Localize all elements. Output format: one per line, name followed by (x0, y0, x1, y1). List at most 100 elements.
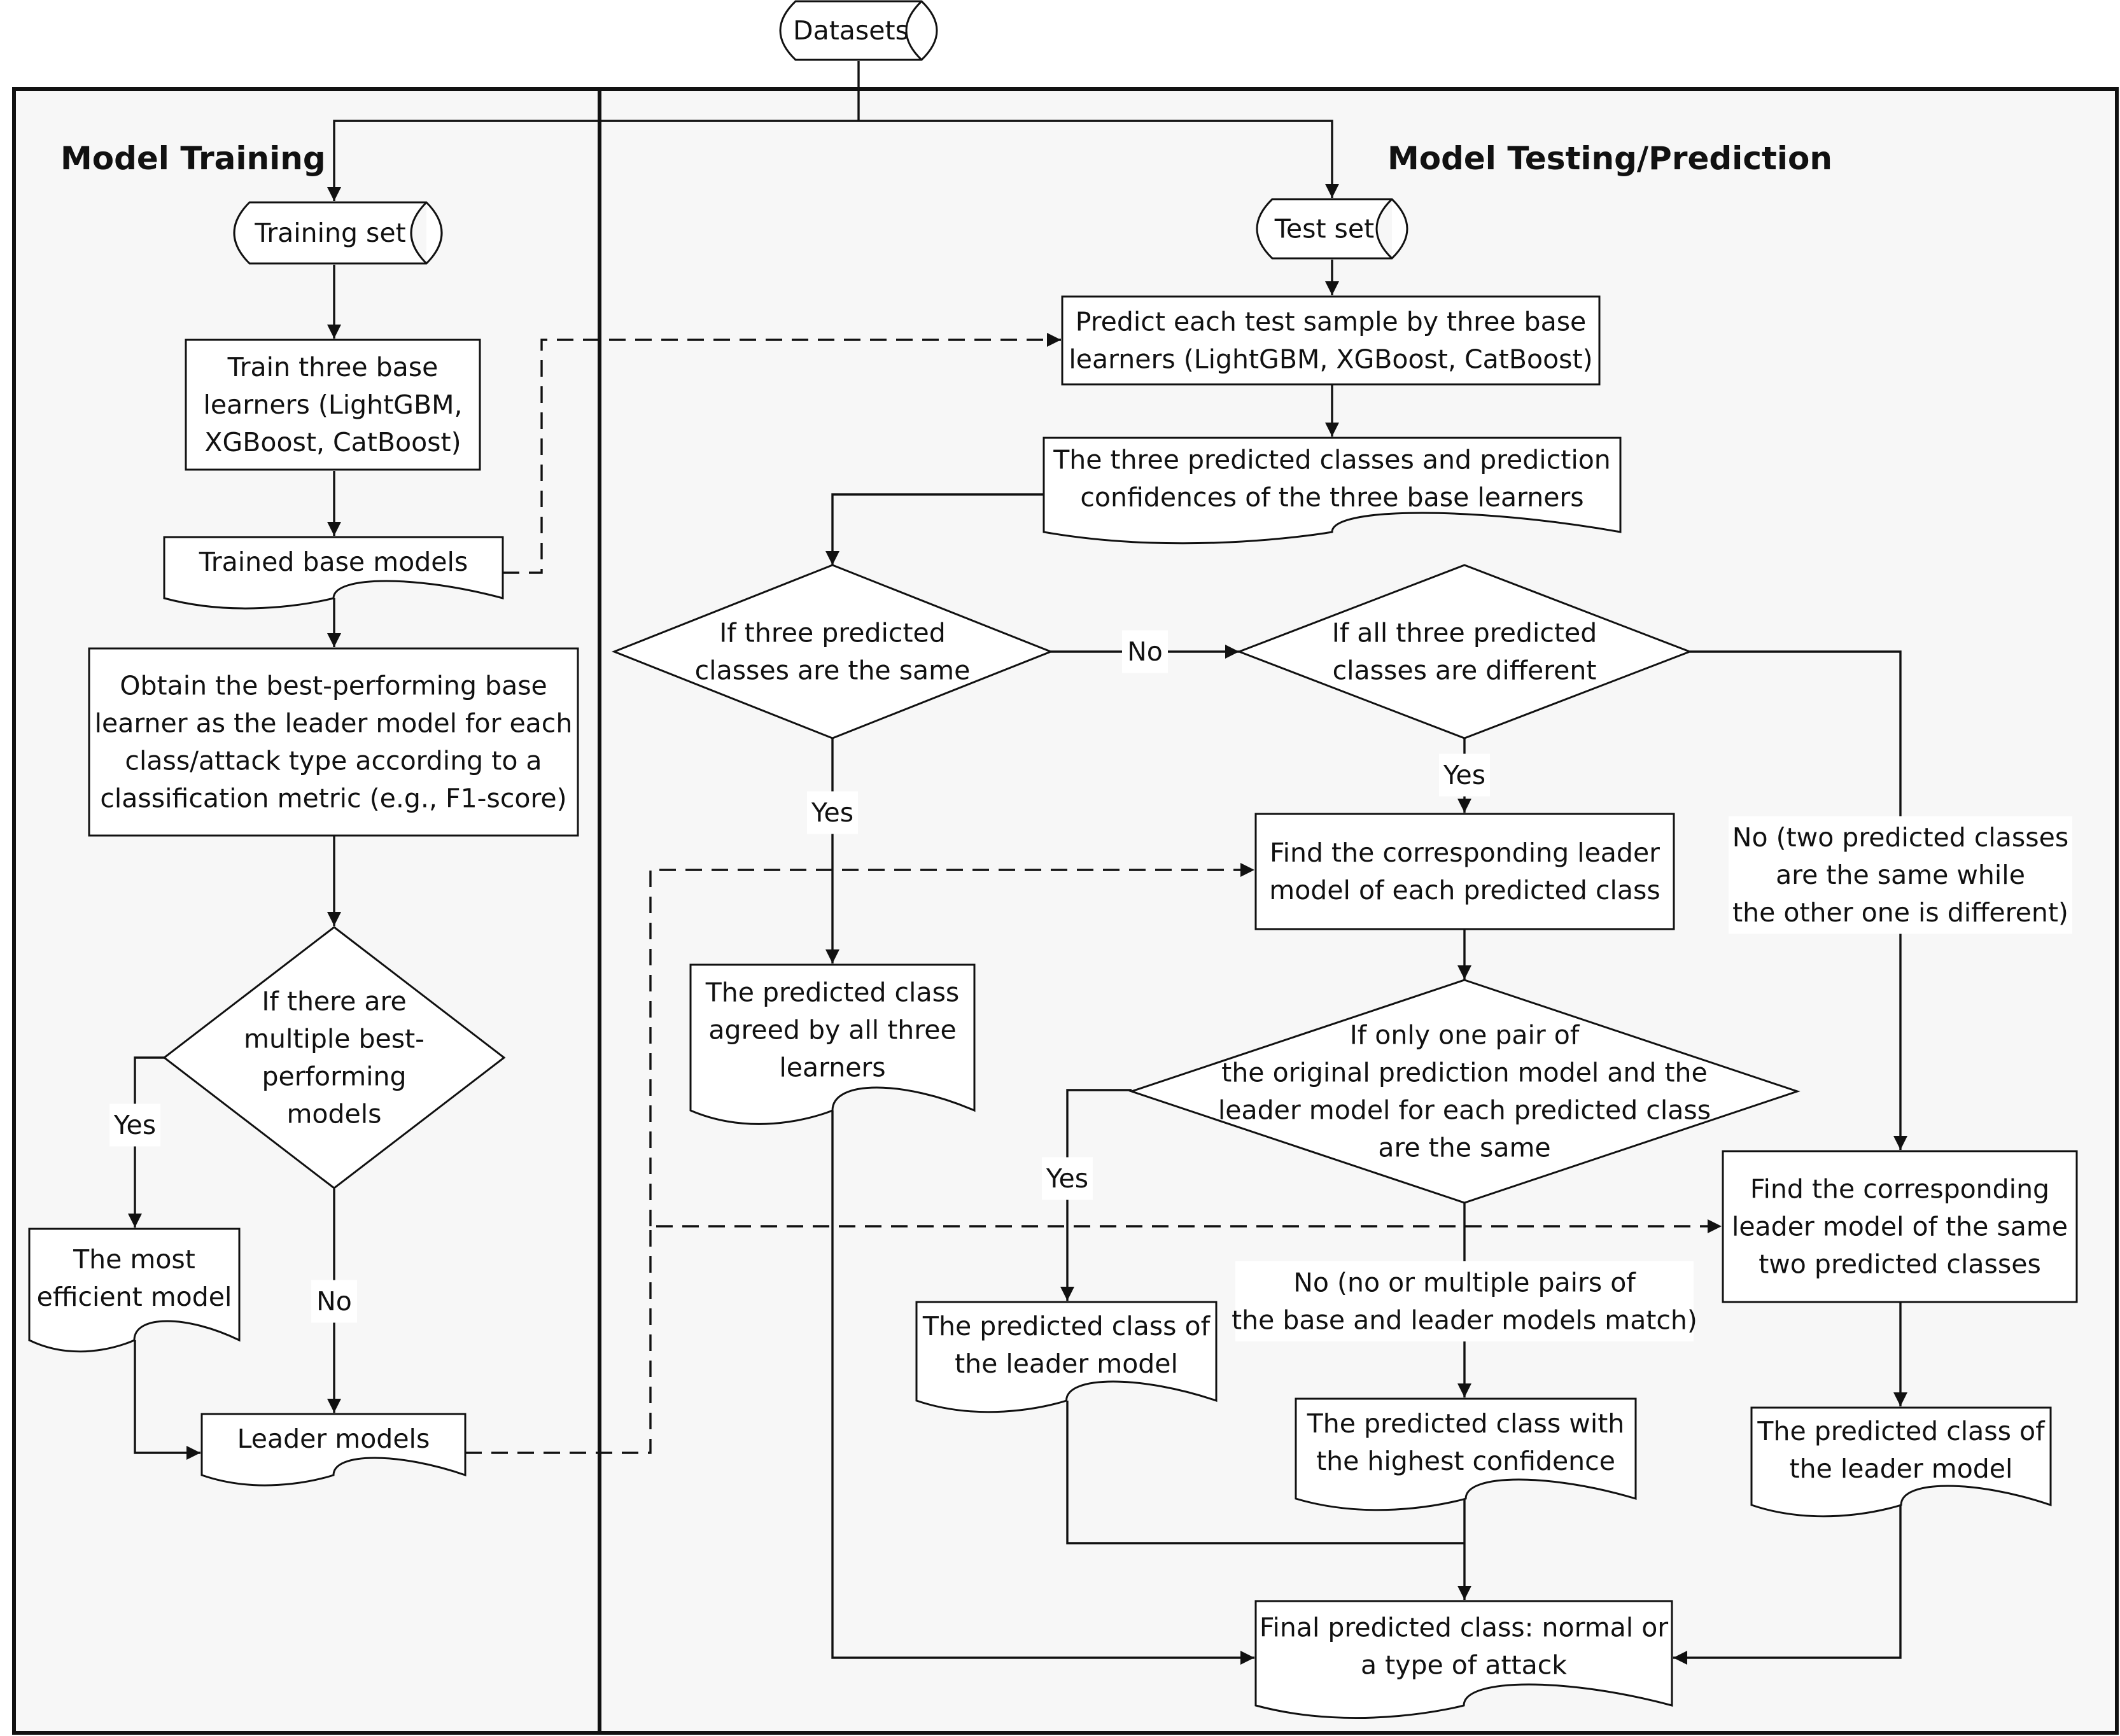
final-class-document (1254, 1600, 1673, 1719)
testing-title: Model Testing/Prediction (1387, 140, 1832, 177)
different-classes-label: classes are different (1333, 655, 1597, 686)
highest-conf-label: The predicted class with (1307, 1408, 1625, 1439)
yes-pair-label: Yes (1046, 1163, 1088, 1194)
find-leader-two-label: two predicted classes (1758, 1249, 2041, 1280)
no-same-label-bg (1122, 630, 1168, 673)
no-different-label-bg (1729, 816, 2072, 934)
find-leader-two-label: leader model of the same (1732, 1212, 2068, 1242)
edge-pair-yes (1060, 1089, 1132, 1301)
edge-branch-find-each (649, 863, 1254, 1226)
agreed-class-label: agreed by all three (708, 1015, 956, 1046)
obtain-leader-label: classification metric (e.g., F1-score) (100, 783, 566, 814)
leader-class-a-document (915, 1301, 1218, 1413)
same-classes-label: classes are the same (695, 655, 971, 686)
training-title: Model Training (60, 140, 326, 177)
highest-conf-label: the highest confidence (1316, 1446, 1615, 1476)
multiple-best-decision (162, 926, 506, 1189)
no-pair-label: the base and leader models match) (1232, 1305, 1697, 1336)
leader-models-document (200, 1413, 467, 1487)
highest-conf-document (1295, 1397, 1637, 1511)
obtain-leader-box (88, 647, 579, 837)
predict-test-label: Predict each test sample by three base (1076, 307, 1587, 337)
agreed-class-document (689, 963, 976, 1125)
multiple-best-label: performing (262, 1061, 406, 1092)
three-predicted-label: The three predicted classes and predicti… (1053, 445, 1611, 475)
predict-test-label: learners (LightGBM, XGBoost, CatBoost) (1069, 344, 1592, 375)
connectors (128, 61, 1907, 1665)
most-efficient-label: efficient model (37, 1282, 232, 1312)
train-base-label: learners (LightGBM, (204, 389, 463, 420)
edge-leadera-final (1066, 1401, 1464, 1544)
final-class-label: a type of attack (1361, 1650, 1567, 1681)
leader-class-b-document (1750, 1406, 2052, 1518)
agreed-class-label: The predicted class (705, 977, 960, 1008)
different-classes-label: If all three predicted (1332, 618, 1597, 648)
same-classes-decision (611, 564, 1054, 739)
no-different-label: No (two predicted classes (1732, 822, 2068, 853)
multiple-best-label: If there are (262, 986, 406, 1017)
training-panel (12, 87, 601, 1735)
edge-to-test-set (859, 120, 1339, 198)
final-class-label: Final predicted class: normal or (1260, 1613, 1668, 1643)
predict-test-box (1061, 295, 1601, 386)
yes-pair-label-bg (1042, 1157, 1093, 1200)
multiple-best-label: models (286, 1099, 381, 1130)
leader-class-a-label: the leader model (955, 1348, 1178, 1379)
agreed-class-label: learners (779, 1053, 885, 1083)
leader-models-label: Leader models (237, 1424, 430, 1454)
find-leader-two-box (1722, 1150, 2078, 1303)
edge-to-training-set (327, 120, 859, 201)
edge-trained-to-predict (503, 333, 1061, 574)
datasets-storage (779, 0, 938, 61)
one-pair-label: are the same (1378, 1133, 1550, 1163)
one-pair-label: If only one pair of (1350, 1020, 1580, 1051)
edge-leader-to-find (465, 1219, 1722, 1454)
datasets-label: Datasets (793, 15, 909, 46)
obtain-leader-label: learner as the leader model for each (95, 708, 573, 739)
find-leader-each-label: Find the corresponding leader (1270, 837, 1660, 868)
find-leader-each-label: model of each predicted class (1269, 875, 1660, 906)
edge-leaderb-final (1673, 1505, 1902, 1665)
train-base-box (185, 339, 481, 471)
leader-class-b-label: the leader model (1790, 1453, 2013, 1484)
three-predicted-document (1042, 437, 1622, 545)
leader-class-a-label: The predicted class of (922, 1311, 1211, 1341)
one-pair-label: the original prediction model and the (1221, 1058, 1708, 1088)
most-efficient-label: The most (73, 1244, 195, 1275)
edge-agreed-final (831, 1110, 1254, 1665)
find-leader-two-label: Find the corresponding (1750, 1174, 2049, 1205)
find-leader-each-box (1254, 813, 1675, 930)
training-set-label: Training set (254, 218, 405, 248)
no-pair-label: No (no or multiple pairs of (1293, 1268, 1636, 1298)
yes-different-label-bg (1439, 753, 1490, 797)
yes-same-label-bg (807, 791, 858, 834)
training-set-storage (233, 201, 443, 265)
trained-models-document (163, 536, 504, 610)
edge-diff-no (1690, 650, 1907, 1150)
no-same-label: No (1127, 636, 1163, 667)
no-multiple-label-bg (311, 1280, 357, 1323)
multiple-best-label: multiple best- (244, 1024, 425, 1054)
three-predicted-label: confidences of the three base learners (1080, 482, 1583, 513)
trained-models-label: Trained base models (199, 547, 468, 577)
no-different-label: the other one is different) (1732, 897, 2068, 928)
yes-same-label: Yes (811, 797, 853, 828)
test-set-storage (1256, 198, 1408, 260)
no-multiple-label: No (316, 1286, 352, 1317)
yes-different-label: Yes (1443, 760, 1485, 790)
no-different-label: are the same while (1776, 860, 2025, 890)
leader-class-b-label: The predicted class of (1757, 1416, 2046, 1446)
obtain-leader-label: Obtain the best-performing base (120, 671, 547, 701)
yes-multiple-label: Yes (113, 1110, 156, 1140)
yes-multiple-label-bg (109, 1103, 160, 1147)
different-classes-decision (1236, 564, 1693, 739)
train-base-label: Train three base (227, 352, 439, 382)
one-pair-label: leader model for each predicted class (1218, 1095, 1711, 1126)
edge-three-same (825, 493, 1044, 565)
train-base-label: XGBoost, CatBoost) (204, 427, 461, 458)
same-classes-label: If three predicted (719, 618, 946, 648)
most-efficient-document (28, 1228, 241, 1353)
